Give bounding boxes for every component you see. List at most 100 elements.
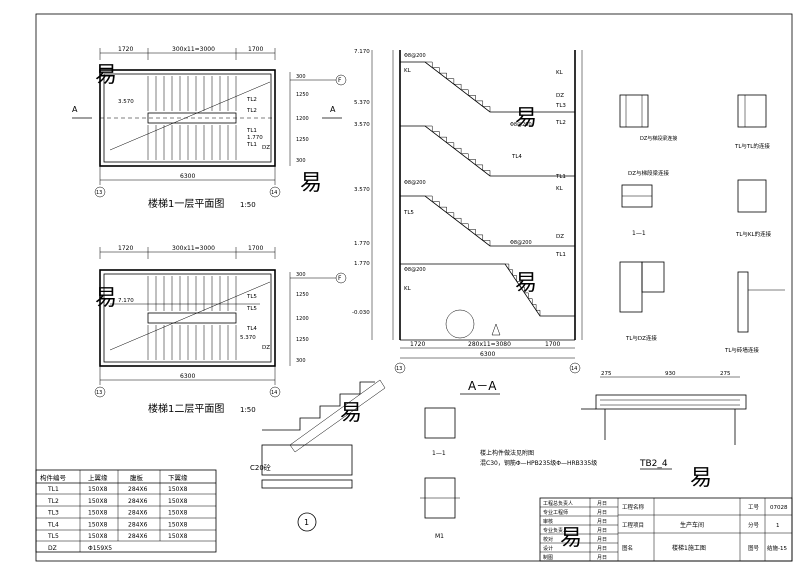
svg-text:DZ: DZ [262,145,270,151]
table-cell: 284X6 [128,498,148,505]
tb-title: TB2_4 [639,459,668,469]
svg-text:DZ与梯段梁连接: DZ与梯段梁连接 [628,169,670,177]
svg-text:TL2: TL2 [555,120,566,126]
svg-text:3.570: 3.570 [354,122,370,128]
job-number: 07028 [770,505,788,511]
drawing-border [35,13,793,562]
svg-text:DZ: DZ [556,234,564,240]
svg-text:腹板: 腹板 [130,473,144,482]
svg-text:1: 1 [304,518,309,527]
svg-text:1.770: 1.770 [354,261,370,267]
plan2-scale: 1:50 [240,406,256,414]
plan1-elev: 3.570 [118,99,134,105]
plan2-elev: 7.170 [118,298,134,304]
title-block-label: 设计 [543,545,553,552]
svg-text:Φ8@200: Φ8@200 [510,240,532,246]
table-cell: DZ [48,545,57,552]
svg-text:13: 13 [396,366,402,372]
table-cell: 150X8 [88,486,108,493]
title-block-date: 月日 [597,528,607,534]
plan1-section-right: A [330,105,336,114]
plan2-axis-13 [94,386,106,398]
stair-node-detail: C20砼 1 1—1 M1 楼上构件做法见附图 混C30，钢筋Φ—HPB235级… [250,379,597,540]
plan1-scale: 1:50 [240,201,256,209]
table-cell: 150X8 [88,510,108,517]
table-cell: 150X8 [88,498,108,505]
plan1-section-left: A [72,105,78,114]
section-title: A－A [468,379,497,393]
svg-text:-0.030: -0.030 [352,310,370,316]
table-cell: TL5 [47,533,59,540]
svg-text:KL: KL [556,70,564,76]
svg-text:14: 14 [271,190,277,196]
svg-text:TL1: TL1 [555,252,566,258]
plan2-dim-2: 300x11=3000 [172,245,215,252]
table-cell: TL3 [47,510,59,517]
table-cell: 284X6 [128,533,148,540]
svg-text:KL: KL [404,286,412,292]
table-cell: 150X8 [168,486,188,493]
svg-text:TL与TL的连接: TL与TL的连接 [734,142,770,150]
table-cell: 150X8 [168,510,188,517]
svg-text:DZ: DZ [262,345,270,351]
svg-text:TL5: TL5 [403,210,414,216]
table-cell: Φ159X5 [88,545,112,552]
stair-steps [425,125,491,176]
svg-text:TL2: TL2 [246,108,257,114]
svg-text:工程名称: 工程名称 [622,503,645,511]
svg-text:F: F [338,77,342,84]
svg-text:TL4: TL4 [511,154,522,160]
svg-text:1200: 1200 [296,316,309,322]
svg-text:分号: 分号 [748,521,760,529]
table-cell: TL2 [47,498,59,505]
svg-text:1250: 1250 [296,137,309,143]
title-block-date: 月日 [597,546,607,552]
svg-text:Φ8@200: Φ8@200 [404,53,426,59]
table-cell: TL4 [47,521,59,528]
plan2-dim-3: 1700 [248,245,263,252]
table-cell: 150X8 [168,521,188,528]
svg-text:TL1: TL1 [555,174,566,180]
svg-text:TL与砖墙连接: TL与砖墙连接 [724,346,759,354]
svg-text:工号: 工号 [748,504,760,511]
svg-text:Φ8@200: Φ8@200 [404,267,426,273]
title-block-date: 月日 [597,519,607,525]
svg-text:7.170: 7.170 [354,49,370,55]
svg-text:DZ: DZ [556,93,564,99]
plan2-dim-1: 1720 [118,245,133,252]
svg-text:易: 易 [95,286,117,311]
project-item: 生产车间 [680,521,704,529]
plan1-title: 楼梯1一层平面图 [148,197,224,210]
svg-text:KL: KL [556,186,564,192]
svg-text:图号: 图号 [748,544,760,552]
title-block-date: 月日 [597,501,607,507]
svg-text:易: 易 [340,401,362,426]
plan-2: 1720 300x11=3000 1700 6300 13 14 F 7.170… [94,245,347,415]
svg-text:275: 275 [720,371,731,377]
svg-text:下翼缘: 下翼缘 [168,473,188,482]
svg-text:TL2: TL2 [246,97,257,103]
detail-circle [297,512,317,532]
svg-text:TL与DZ连接: TL与DZ连接 [625,334,657,342]
svg-text:易: 易 [690,466,712,491]
svg-text:300: 300 [296,272,306,278]
svg-text:14: 14 [271,390,277,396]
plan2-title: 楼梯1二层平面图 [148,402,224,415]
note-line-2: 混C30，钢筋Φ—HPB235级Φ—HRB335级 [480,459,597,467]
plan2-dim-bottom: 6300 [180,373,195,380]
svg-text:M1: M1 [435,533,444,540]
svg-text:Φ8@200: Φ8@200 [510,122,532,128]
table-cell: 284X6 [128,521,148,528]
svg-text:1250: 1250 [296,292,309,298]
svg-text:图名: 图名 [622,544,633,552]
svg-text:TL3: TL3 [555,103,566,109]
svg-text:1250: 1250 [296,337,309,343]
svg-text:1.770: 1.770 [354,241,370,247]
drawing-number: 结施-15 [767,544,787,552]
title-block-label: 工程总负责人 [543,500,573,507]
stair-steps [425,61,491,112]
svg-text:TL1: TL1 [246,128,257,134]
note-line-1: 楼上构件做法见附图 [480,449,534,457]
stair-steps [505,263,541,316]
svg-text:1—1: 1—1 [632,230,646,237]
